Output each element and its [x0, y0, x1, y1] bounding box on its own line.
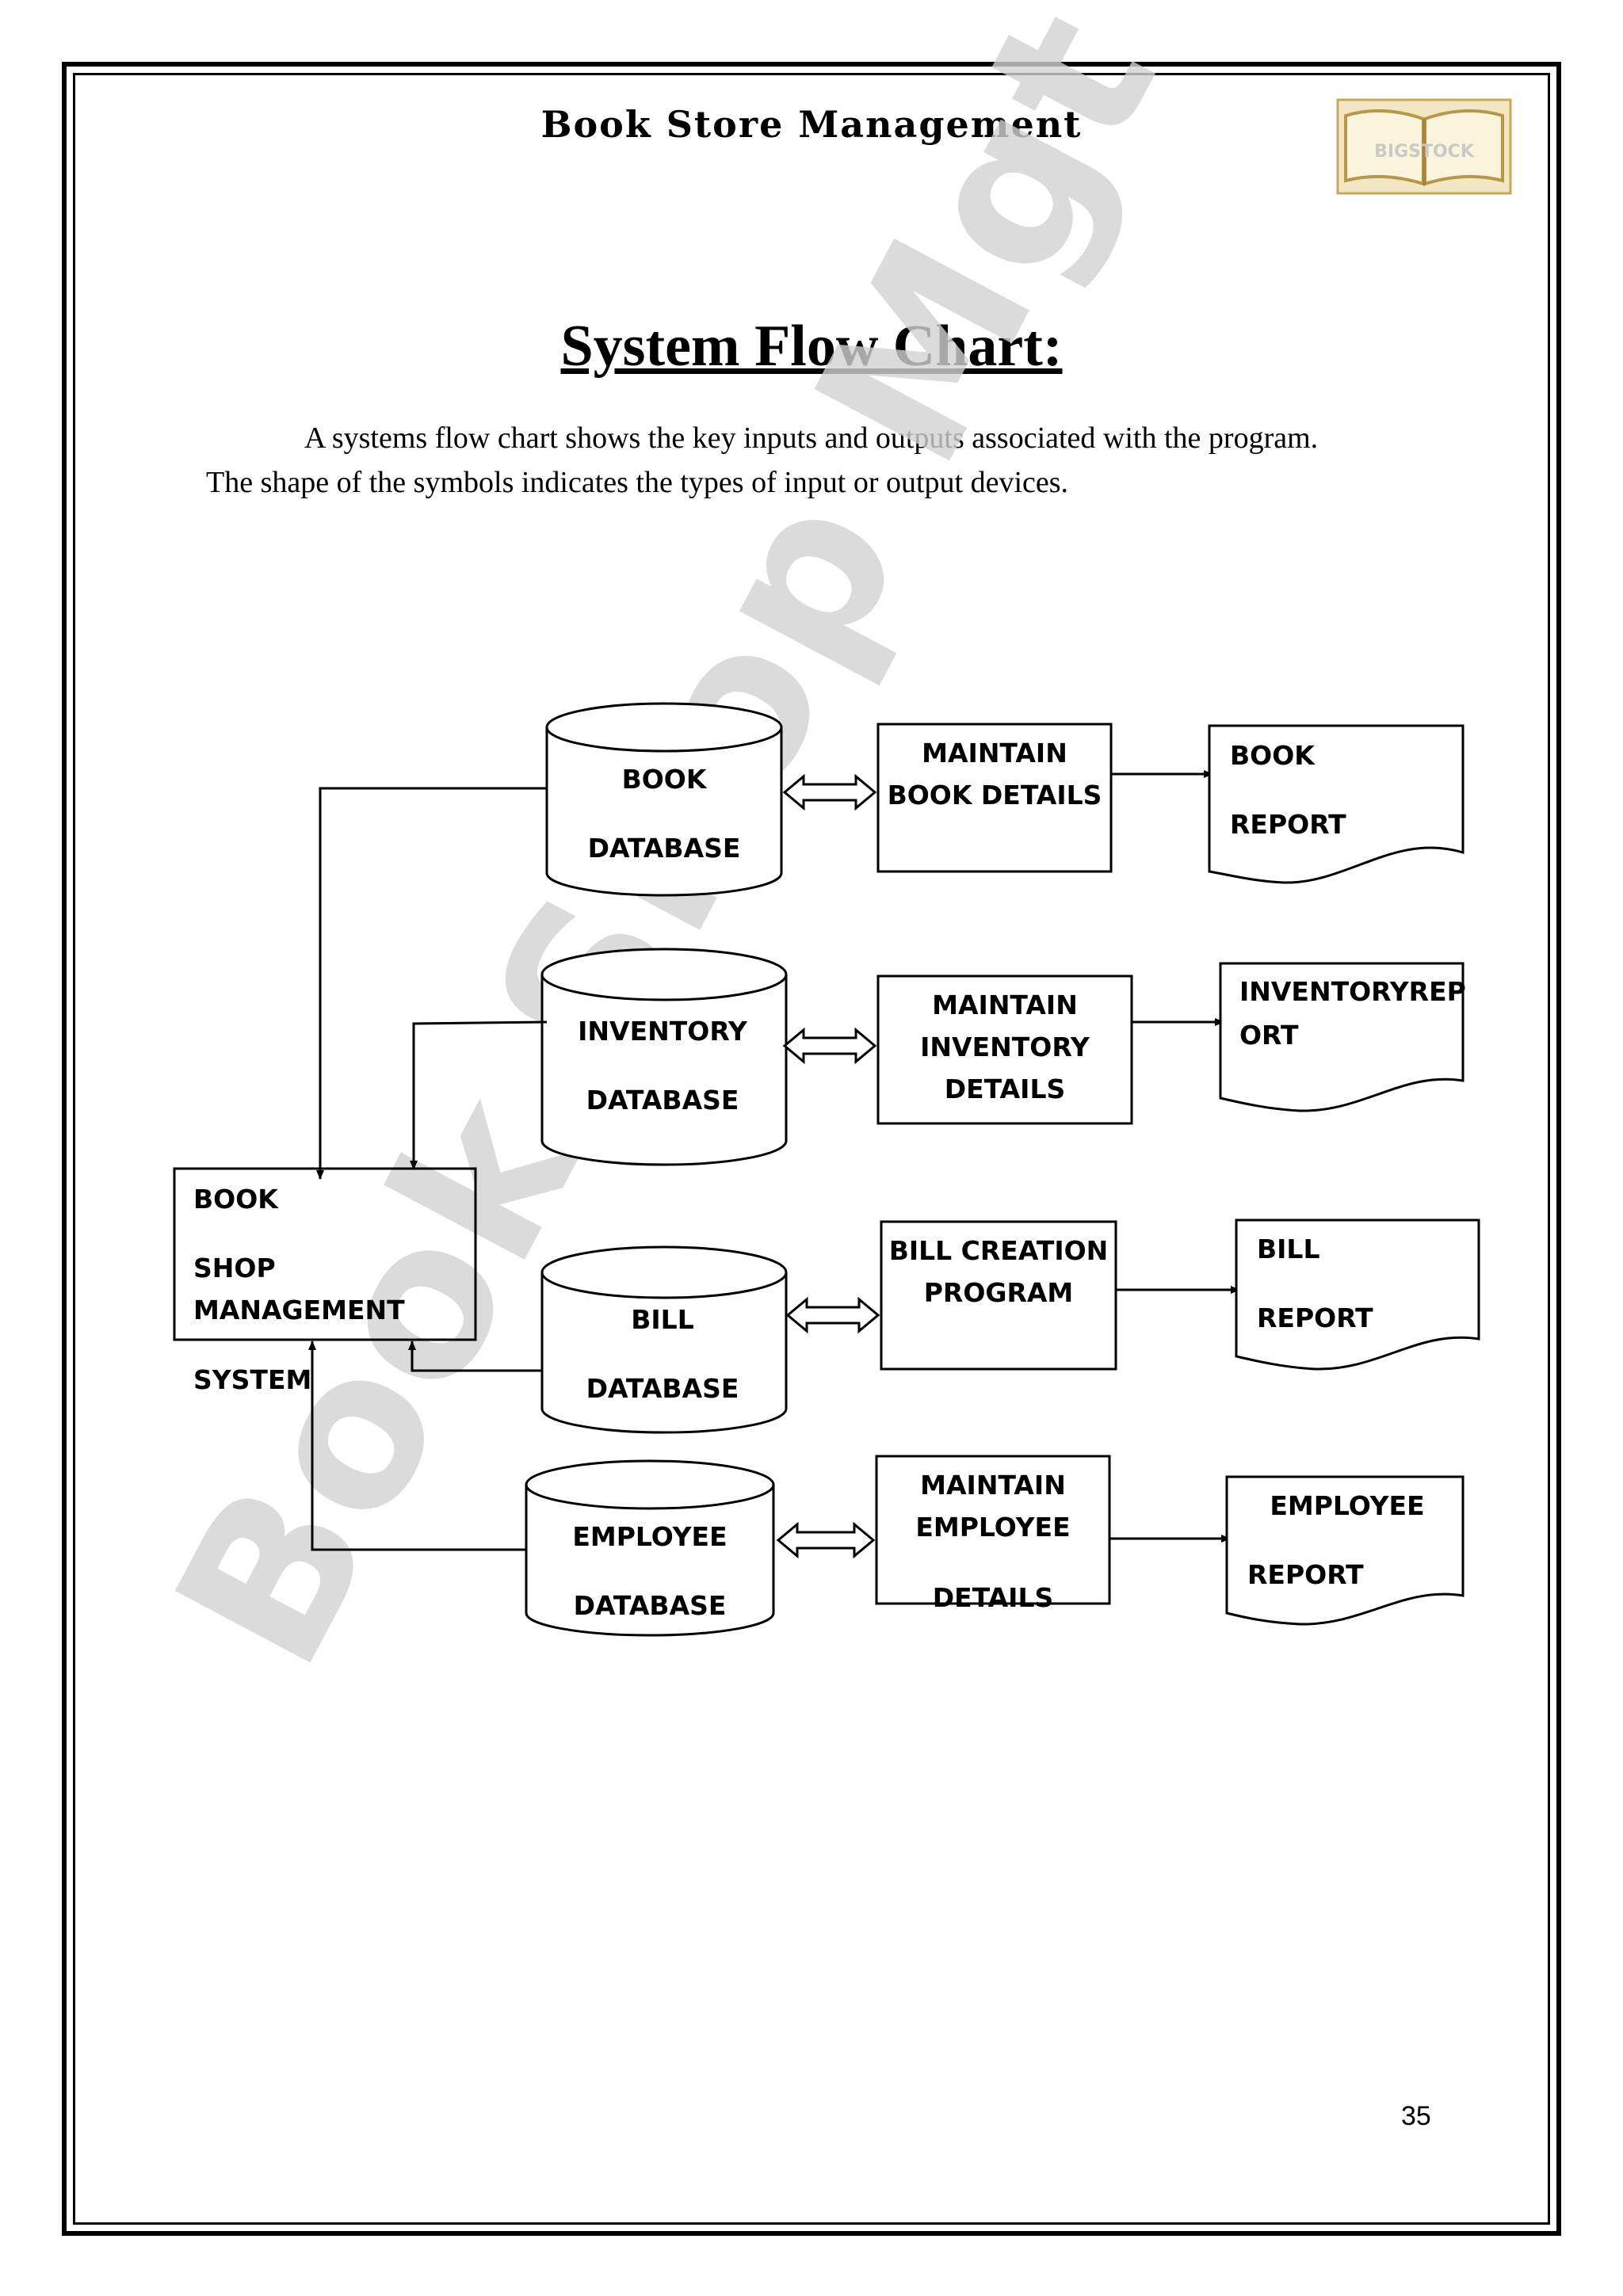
- book-report-document: [1208, 724, 1465, 884]
- maintain-inventory-label-2: INVENTORY: [920, 1032, 1090, 1062]
- employee-database-label-2: DATABASE: [574, 1590, 727, 1621]
- header-title: Book Store Management: [540, 103, 1083, 146]
- bill-creation-label-2: PROGRAM: [924, 1277, 1074, 1308]
- bill-database-label-1: BILL: [631, 1304, 694, 1335]
- book-db-process-double-arrow: [782, 773, 877, 811]
- page-border-outer: [62, 62, 1561, 2236]
- maintain-book-details-label-1: MAINTAIN: [922, 738, 1067, 769]
- maintain-employee-label-2: EMPLOYEE: [915, 1512, 1070, 1543]
- employee-report-label-2: REPORT: [1247, 1559, 1364, 1590]
- system-label-2: SHOP: [193, 1253, 276, 1283]
- inventory-database: INVENTORY DATABASE: [540, 948, 788, 1166]
- inventory-report-document: [1219, 962, 1465, 1112]
- maintain-inventory-details-box: [876, 974, 1133, 1125]
- bill-report-label-1: BILL: [1257, 1234, 1320, 1264]
- employee-report-document: [1225, 1475, 1465, 1626]
- system-label-1: BOOK: [193, 1184, 279, 1215]
- page-number: 35: [1401, 2101, 1431, 2131]
- system-box: [173, 1167, 477, 1341]
- maintain-employee-label-3: DETAILS: [933, 1582, 1054, 1613]
- book-database-label-2: DATABASE: [588, 833, 741, 864]
- book-logo: BIGSTOCK: [1336, 98, 1512, 195]
- inventory-report-label-2: ORT: [1239, 1020, 1299, 1051]
- book-report-label-1: BOOK: [1230, 740, 1316, 771]
- book-database: BOOK DATABASE: [545, 702, 783, 897]
- maintain-book-details-label-2: BOOK DETAILS: [888, 780, 1102, 810]
- bill-db-process-double-arrow: [785, 1296, 880, 1334]
- bill-creation-label-1: BILL CREATION: [889, 1235, 1109, 1266]
- intro-line-2: The shape of the symbols indicates the t…: [206, 466, 1069, 499]
- book-database-label-1: BOOK: [622, 764, 708, 795]
- employee-db-process-double-arrow: [776, 1521, 876, 1559]
- bill-database-label-2: DATABASE: [586, 1373, 739, 1404]
- inventory-database-label-2: DATABASE: [586, 1085, 739, 1116]
- bill-database: BILL DATABASE: [540, 1245, 788, 1434]
- page-border-inner: [73, 73, 1550, 2225]
- maintain-book-details-box: [876, 723, 1113, 873]
- page-title: System Flow Chart:: [560, 314, 1063, 379]
- bill-report-document: [1235, 1219, 1480, 1371]
- maintain-employee-label-1: MAINTAIN: [920, 1470, 1066, 1501]
- employee-database: EMPLOYEE DATABASE: [525, 1459, 775, 1637]
- inventory-db-process-double-arrow: [782, 1027, 877, 1065]
- book-report-label-2: REPORT: [1230, 809, 1346, 840]
- bill-db-to-system-connector: [408, 1341, 542, 1372]
- bill-report-label-2: REPORT: [1257, 1302, 1373, 1333]
- logo-watermark-text: BIGSTOCK: [1374, 142, 1475, 162]
- maintain-inventory-label-1: MAINTAIN: [932, 990, 1078, 1020]
- inventory-database-label-1: INVENTORY: [578, 1016, 748, 1047]
- bill-creation-program-box: [880, 1220, 1117, 1371]
- inventory-db-to-system-connector: [410, 1020, 548, 1170]
- maintain-employee-details-box: [875, 1455, 1111, 1605]
- book-db-to-system-connector: [316, 787, 547, 1180]
- intro-paragraph: A systems flow chart shows the key input…: [206, 416, 1426, 505]
- intro-line-1: A systems flow chart shows the key input…: [304, 421, 1319, 455]
- employee-db-to-system-connector: [308, 1341, 526, 1551]
- system-label-3: MANAGEMENT: [193, 1295, 405, 1325]
- employee-database-label-1: EMPLOYEE: [572, 1521, 727, 1552]
- system-label-4: SYSTEM: [193, 1364, 311, 1395]
- inventory-report-label-1: INVENTORYREP: [1239, 976, 1466, 1007]
- maintain-inventory-label-3: DETAILS: [945, 1074, 1066, 1104]
- employee-report-label-1: EMPLOYEE: [1270, 1490, 1424, 1521]
